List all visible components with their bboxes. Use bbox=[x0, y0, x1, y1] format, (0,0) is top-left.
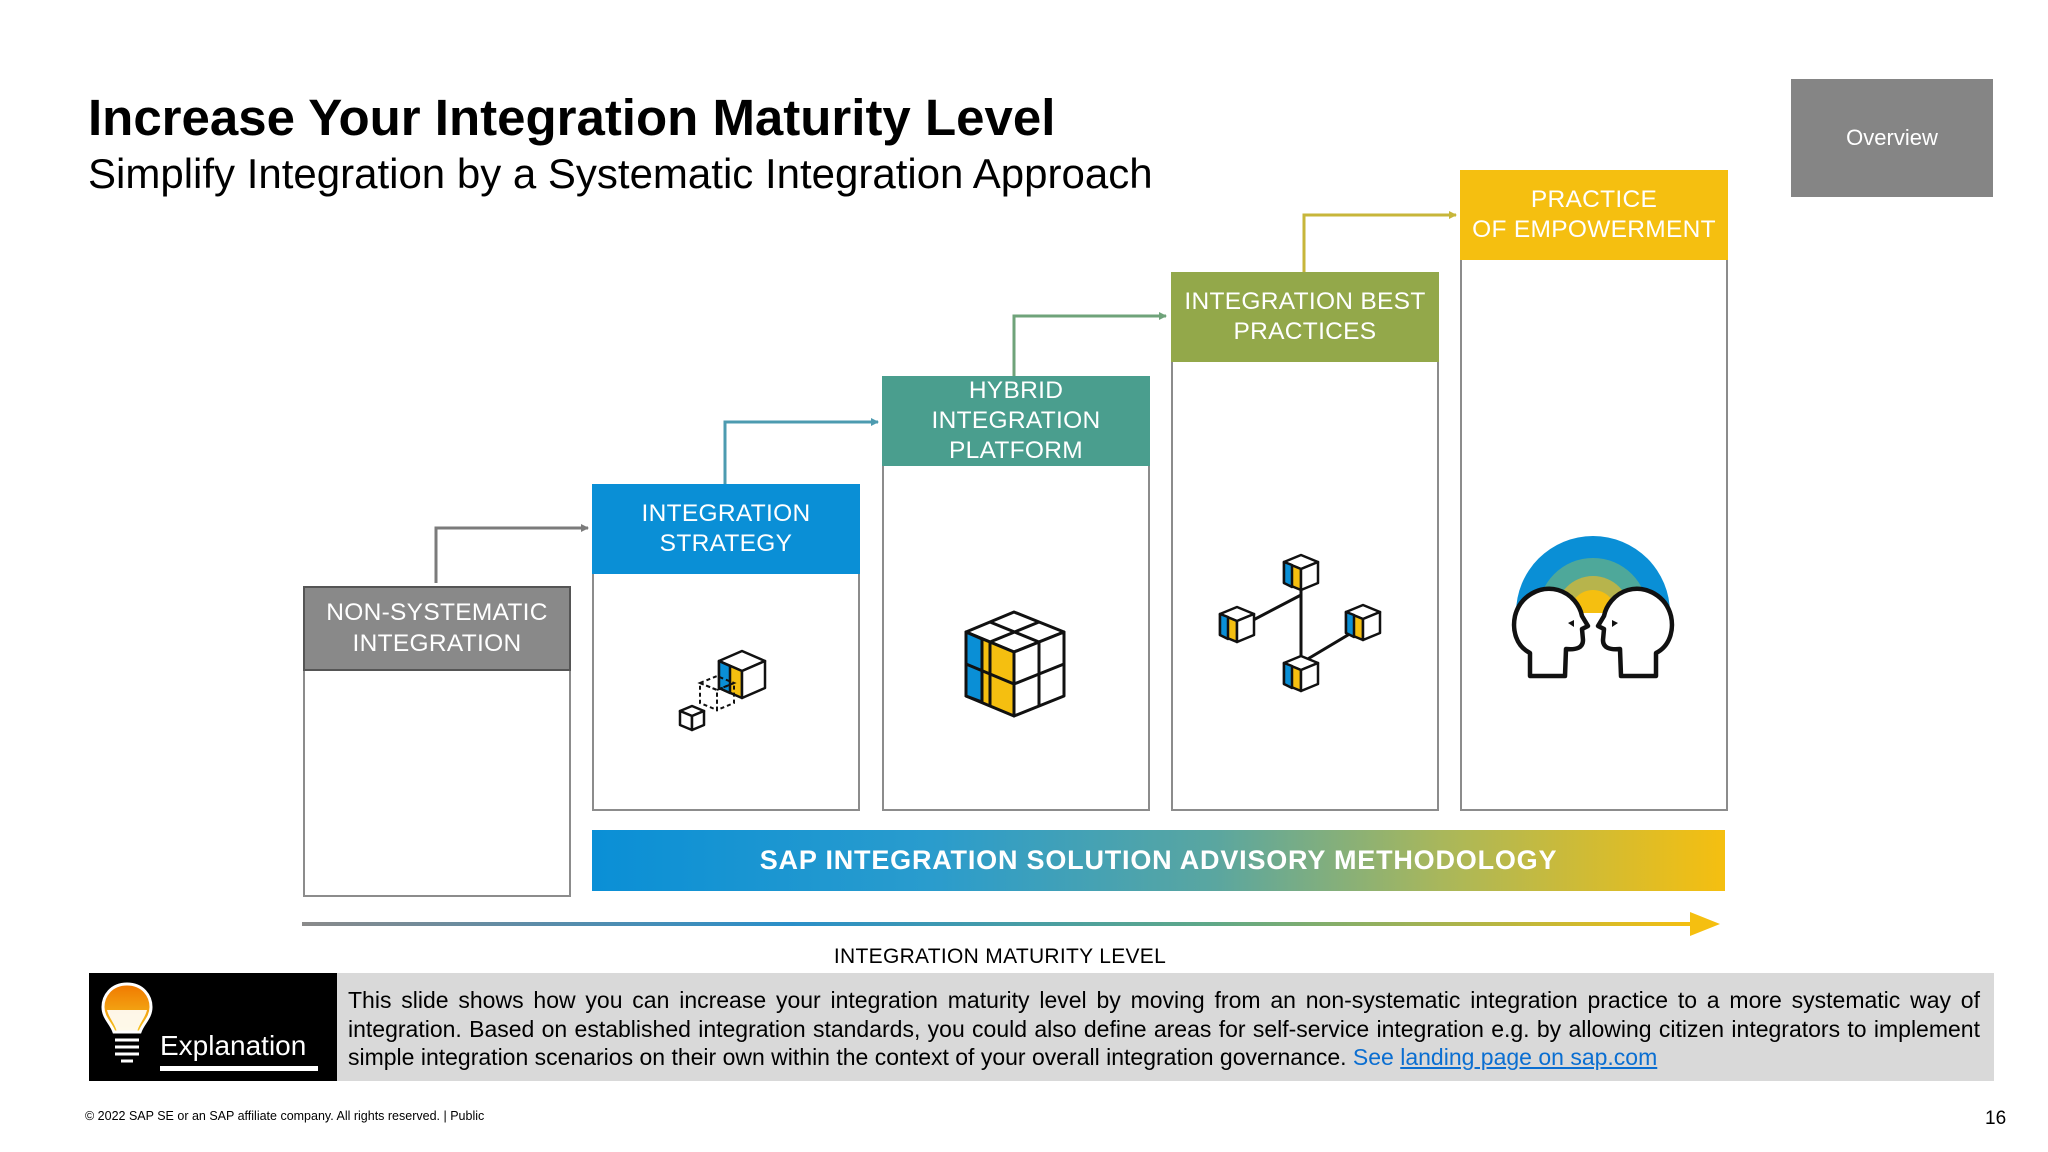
cube-network-icon bbox=[1218, 553, 1382, 693]
stage-2-line-2: STRATEGY bbox=[659, 530, 793, 557]
explanation-label: Explanation bbox=[160, 1030, 307, 1061]
cube-stack-icon bbox=[964, 610, 1066, 718]
lightbulb-icon bbox=[101, 982, 153, 1063]
stage-column-5 bbox=[1460, 170, 1728, 811]
connector-arrow-2 bbox=[723, 418, 879, 484]
overview-button[interactable]: Overview bbox=[1791, 79, 1993, 197]
see-text: See bbox=[1352, 1044, 1394, 1070]
explanation-underline bbox=[160, 1066, 318, 1071]
explanation-body: This slide shows how you can increase yo… bbox=[348, 987, 1980, 1070]
stage-3-line-1: HYBRID bbox=[968, 376, 1064, 404]
stage-4-line-1: INTEGRATION BEST bbox=[1184, 287, 1426, 315]
small-cubes-icon bbox=[678, 649, 767, 732]
stage-2-line-1: INTEGRATION bbox=[641, 499, 811, 527]
stage-3-line-3: PLATFORM bbox=[949, 437, 1083, 465]
stage-1-line-1: NON-SYSTEMATIC bbox=[326, 599, 548, 627]
stage-5-line-2: OF EMPOWERMENT bbox=[1472, 216, 1716, 243]
slide-subtitle: Simplify Integration by a Systematic Int… bbox=[88, 150, 1153, 197]
stage-3-line-2: INTEGRATION bbox=[931, 406, 1101, 434]
stage-header-5: PRACTICE OF EMPOWERMENT bbox=[1460, 170, 1728, 260]
stage-header-4: INTEGRATION BEST PRACTICES bbox=[1171, 272, 1439, 362]
slide-title: Increase Your Integration Maturity Level bbox=[88, 89, 1056, 146]
connector-arrow-4 bbox=[1302, 211, 1457, 272]
connector-arrow-3 bbox=[1012, 312, 1167, 376]
copyright: © 2022 SAP SE or an SAP affiliate compan… bbox=[85, 1109, 485, 1123]
stage-1-line-2: INTEGRATION bbox=[352, 629, 522, 657]
landing-page-link[interactable]: landing page on sap.com bbox=[1400, 1044, 1658, 1070]
stage-4-line-2: PRACTICES bbox=[1233, 318, 1377, 345]
stage-5-line-1: PRACTICE bbox=[1530, 185, 1658, 213]
methodology-banner: SAP INTEGRATION SOLUTION ADVISORY METHOD… bbox=[592, 830, 1725, 891]
stage-header-2: INTEGRATION STRATEGY bbox=[592, 484, 860, 574]
two-heads-icon bbox=[1511, 536, 1675, 679]
axis-label: INTEGRATION MATURITY LEVEL bbox=[833, 945, 1167, 968]
explanation-text: This slide shows how you can increase yo… bbox=[337, 973, 1994, 1081]
page-number: 16 bbox=[1985, 1108, 2007, 1129]
connector-arrow-1 bbox=[434, 524, 589, 583]
maturity-axis-arrow bbox=[302, 912, 1720, 936]
